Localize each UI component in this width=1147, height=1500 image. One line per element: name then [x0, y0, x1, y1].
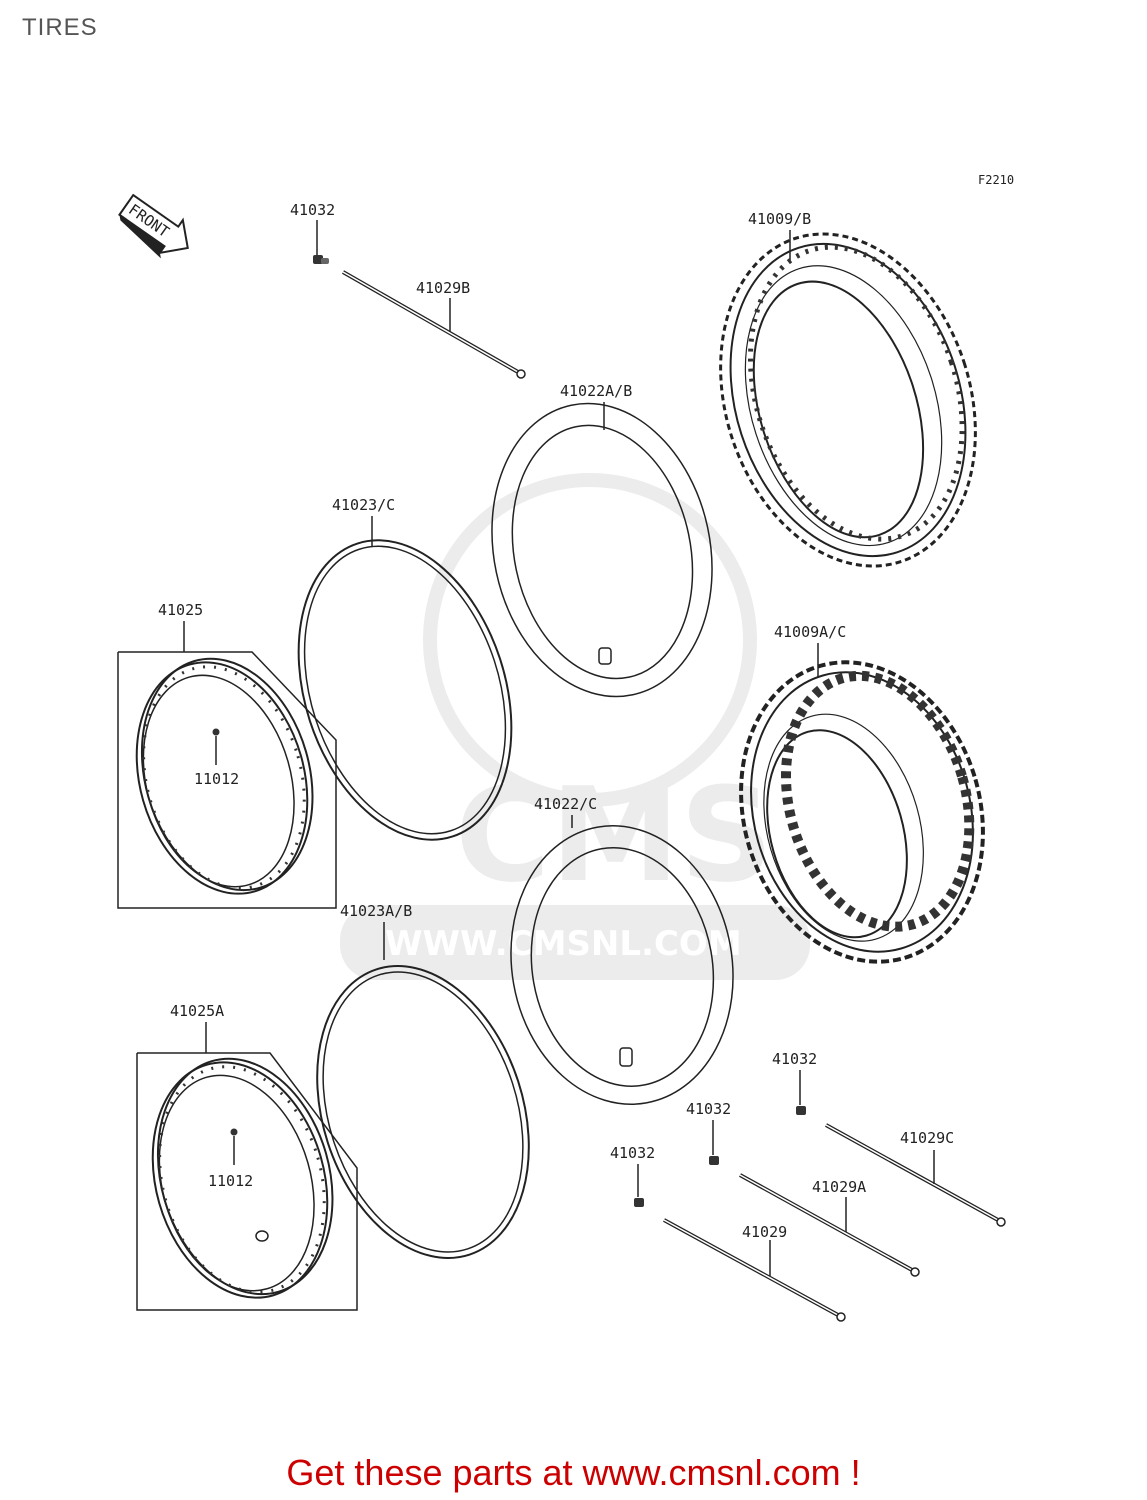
label-41023AB: 41023A/B — [340, 902, 412, 920]
tire-41009AC — [739, 660, 985, 964]
label-11012-a: 11012 — [194, 770, 239, 788]
spoke-41029 — [663, 1218, 846, 1322]
parts-diagram: CMS WWW.CMSNL.COM F2210 FRONT 41032 4102… — [117, 173, 1014, 1322]
watermark-logo: CMS — [455, 759, 773, 911]
watermark: CMS WWW.CMSNL.COM — [340, 473, 810, 980]
rim-41025 — [135, 657, 314, 895]
watermark-url: WWW.CMSNL.COM — [385, 924, 742, 964]
nipple-hole-icon — [212, 728, 220, 736]
label-41032-m: 41032 — [686, 1100, 731, 1118]
spoke-41029B — [342, 270, 526, 379]
label-41022AB: 41022A/B — [560, 382, 632, 400]
label-41032-top: 41032 — [290, 201, 335, 219]
label-41032-l: 41032 — [610, 1144, 655, 1162]
tube-41022AB — [491, 402, 713, 698]
label-41029B: 41029B — [416, 279, 470, 297]
rim-box-41025 — [117, 651, 337, 909]
label-41029C: 41029C — [900, 1129, 954, 1147]
spoke-41029C — [825, 1123, 1006, 1227]
label-41022C: 41022/C — [534, 795, 597, 813]
tube-valve-icon — [598, 647, 612, 665]
nipple-hole-icon-2 — [230, 1128, 238, 1136]
nipple-41032-l — [634, 1198, 644, 1207]
valve-hole-icon — [255, 1230, 269, 1242]
spoke-41029A — [739, 1173, 920, 1277]
label-41025A: 41025A — [170, 1002, 224, 1020]
label-41025: 41025 — [158, 601, 203, 619]
front-arrow-icon: FRONT — [118, 193, 189, 259]
rim-band-41023AB — [316, 965, 530, 1259]
page-title: TIRES — [22, 14, 98, 41]
nipple-41032-m — [709, 1156, 719, 1165]
figure-code: F2210 — [978, 173, 1014, 187]
label-41009B: 41009/B — [748, 210, 811, 228]
label-11012-b: 11012 — [208, 1172, 253, 1190]
tire-41009B — [719, 232, 977, 568]
rim-box-41025A — [136, 1052, 358, 1311]
label-41032-r: 41032 — [772, 1050, 817, 1068]
tube-41022C — [510, 825, 734, 1105]
label-41023C: 41023/C — [332, 496, 395, 514]
footer-link[interactable]: Get these parts at www.cmsnl.com ! — [286, 1452, 861, 1493]
label-41029A: 41029A — [812, 1178, 866, 1196]
label-41009AC: 41009A/C — [774, 623, 846, 641]
label-41029: 41029 — [742, 1223, 787, 1241]
tube-valve-icon-2 — [619, 1047, 633, 1067]
nipple-41032-r — [796, 1106, 806, 1115]
nipple-41032-top — [313, 220, 329, 264]
